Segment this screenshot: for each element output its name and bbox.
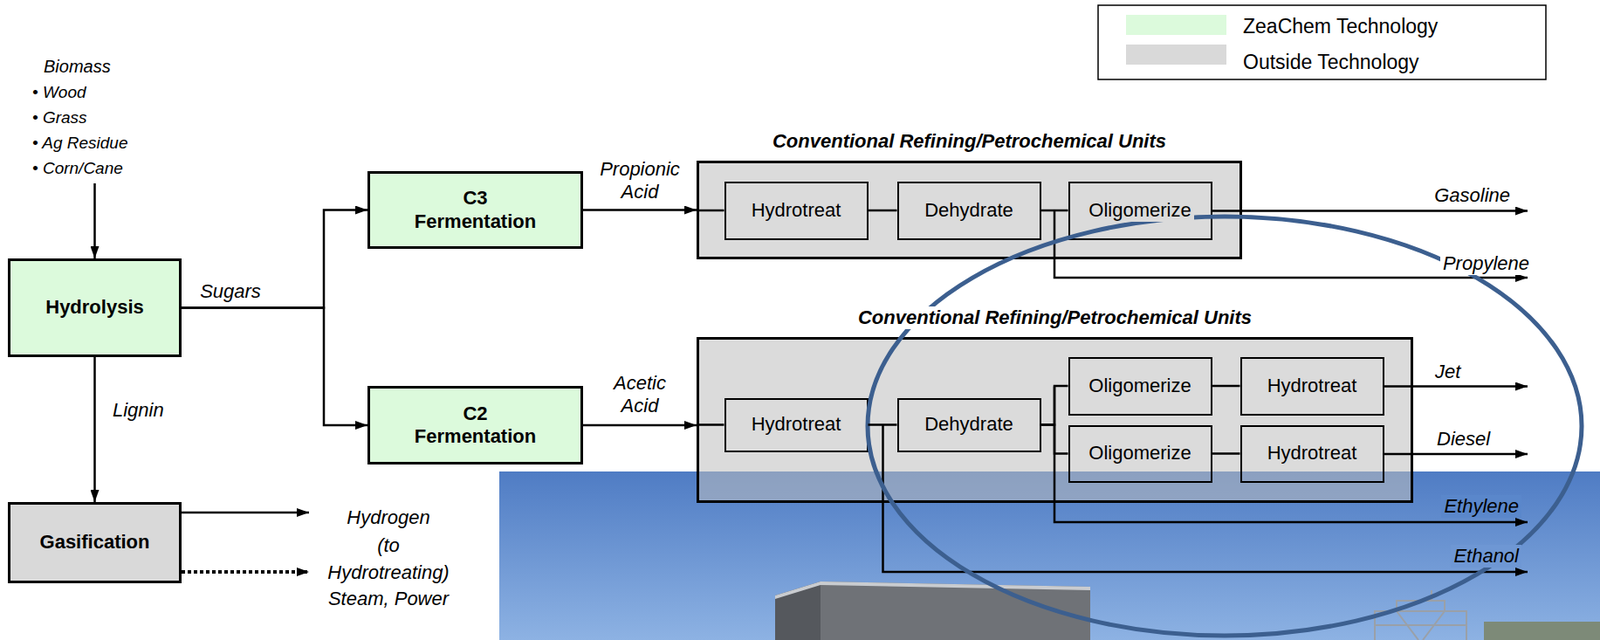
output-arrow <box>883 425 1529 572</box>
edge-label: Lignin <box>112 398 165 422</box>
output-label: Steam, Power <box>328 587 449 611</box>
box-text: Hydrotreat <box>1264 441 1360 465</box>
input-heading: Biomass <box>43 55 111 77</box>
flow-connector <box>1041 385 1069 426</box>
flow-connector <box>583 424 697 427</box>
edge-label: Sugars <box>199 280 261 303</box>
edge-label: Propionic Acid <box>599 157 680 205</box>
output-arrow <box>1212 209 1528 213</box>
legend-swatch <box>1126 44 1227 65</box>
flow-connector <box>1041 425 1069 454</box>
feed-arrow <box>93 183 97 259</box>
unit-group: HydrotreatDehydrateOligomerizeConvention… <box>696 160 1243 260</box>
flow-connector <box>93 357 97 502</box>
product-label: Propylene <box>1440 252 1532 275</box>
box-text: Hydrotreat <box>748 412 845 436</box>
dotted-arrow <box>181 569 310 574</box>
trees <box>1483 621 1600 640</box>
input-item: • Corn/Cane <box>32 158 124 179</box>
input-item: • Wood <box>32 82 87 104</box>
unit-box: Hydrotreat <box>724 181 869 241</box>
edge-label: Acetic Acid <box>613 371 667 419</box>
output-arrow <box>181 511 310 515</box>
unit-box: Oligomerize <box>1068 425 1213 483</box>
flow-connector <box>1041 209 1069 213</box>
flow-connector <box>696 423 725 426</box>
flow-connector <box>696 209 725 213</box>
process-box: C3 Fermentation <box>367 171 584 249</box>
process-tower <box>1374 590 1467 640</box>
unit-box: Dehydrate <box>897 181 1042 241</box>
unit-box: Hydrotreat <box>724 398 869 453</box>
flow-connector <box>583 208 697 212</box>
box-text: Oligomerize <box>1085 199 1194 222</box>
unit-box: Hydrotreat <box>1240 357 1385 416</box>
flow-connector <box>181 308 368 426</box>
unit-box: Dehydrate <box>897 398 1042 453</box>
group-title: Conventional Refining/Petrochemical Unit… <box>854 306 1256 330</box>
unit-box: Hydrotreat <box>1240 425 1385 483</box>
box-text: Hydrolysis <box>45 295 145 319</box>
box-text: Hydrotreat <box>1264 374 1360 398</box>
product-label: Ethylene <box>1441 494 1522 518</box>
legend-border <box>1098 5 1546 80</box>
legend-text: Outside Technology <box>1242 50 1420 76</box>
output-arrow <box>1384 453 1528 456</box>
flow-connector <box>181 210 368 309</box>
box-text: C2 Fermentation <box>414 402 536 449</box>
legend-text: ZeaChem Technology <box>1242 14 1438 40</box>
unit-box: Oligomerize <box>1068 357 1213 416</box>
product-label: Gasoline <box>1434 184 1511 207</box>
process-box: Gasification <box>7 501 182 584</box>
box-text: Dehydrate <box>921 412 1017 436</box>
group-title: Conventional Refining/Petrochemical Unit… <box>769 130 1170 153</box>
process-box: C2 Fermentation <box>367 385 584 465</box>
flow-connector <box>1212 452 1241 455</box>
output-label: Hydrogen <box>346 506 430 529</box>
product-label: Ethanol <box>1450 544 1522 568</box>
output-label: (to Hydrotreating) <box>327 531 449 586</box>
box-text: Dehydrate <box>921 199 1017 222</box>
process-box: Hydrolysis <box>7 258 182 358</box>
box-text: Gasification <box>40 530 151 554</box>
building-roof <box>775 581 1091 599</box>
highlight-ellipse <box>867 216 1582 636</box>
box-text: C3 Fermentation <box>414 186 536 234</box>
flow-connector <box>868 209 898 213</box>
input-item: • Ag Residue <box>32 133 128 154</box>
legend-swatch <box>1126 14 1227 35</box>
flow-connector <box>868 423 898 426</box>
output-arrow <box>1384 384 1528 388</box>
box-text: Oligomerize <box>1085 441 1194 465</box>
input-item: • Grass <box>32 108 88 129</box>
output-arrow <box>1054 386 1528 523</box>
product-label: Jet <box>1435 360 1461 384</box>
product-label: Diesel <box>1436 427 1491 451</box>
flow-connector <box>1212 384 1241 388</box>
box-text: Hydrotreat <box>748 199 845 222</box>
box-text: Oligomerize <box>1085 374 1194 398</box>
